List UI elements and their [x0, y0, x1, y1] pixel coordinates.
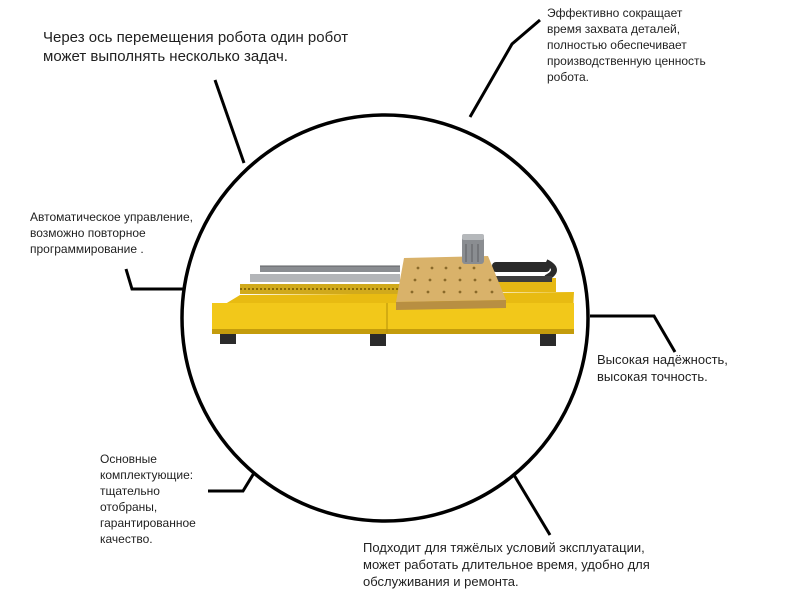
callout-line: Высокая надёжность,: [597, 352, 728, 367]
callout-line: тщательно: [100, 483, 160, 498]
callout-line: производственную ценность: [547, 53, 706, 68]
callout-line: Подходит для тяжёлых условий эксплуатаци…: [363, 540, 645, 555]
callout-line: высокая точность.: [597, 369, 708, 385]
callout-reliability: Высокая надёжность, высокая точность.: [597, 351, 728, 386]
callout-line: возможно повторное: [30, 225, 146, 240]
callout-line: Автоматическое управление,: [30, 210, 193, 224]
leader-line-middle-left: [124, 268, 189, 291]
callout-line: Эффективно сокращает: [547, 6, 683, 20]
callout-line: комплектующие:: [100, 467, 194, 482]
callout-line: время захвата деталей,: [547, 21, 681, 36]
callout-line: робота.: [547, 69, 589, 84]
callout-line: качество.: [100, 531, 153, 546]
callout-line: программирование .: [30, 241, 144, 256]
robot-linear-axis-illustration: [212, 234, 574, 346]
callout-line: может выполнять несколько задач.: [43, 48, 288, 66]
leader-line-top-right: [468, 18, 541, 118]
callout-automatic-control: Автоматическое управление,возможно повто…: [30, 210, 193, 258]
callout-line: Через ось перемещения робота один робот: [43, 29, 349, 46]
callout-line: отобраны,: [100, 499, 158, 514]
callout-line: обслуживания и ремонта.: [363, 573, 519, 589]
callout-line: гарантированное: [100, 515, 196, 530]
leader-line-middle-right: [590, 314, 677, 353]
leader-line-bottom-right: [509, 469, 552, 536]
callout-multitask: Через ось перемещения робота один робот м…: [43, 28, 348, 66]
callout-line: может работать длительное время, удобно …: [363, 556, 650, 572]
callout-line: полностью обеспечивает: [547, 37, 687, 52]
callout-heavy-duty: Подходит для тяжёлых условий эксплуатаци…: [363, 540, 650, 591]
callout-line: Основные: [100, 452, 157, 466]
leader-line-top-left: [213, 79, 246, 164]
